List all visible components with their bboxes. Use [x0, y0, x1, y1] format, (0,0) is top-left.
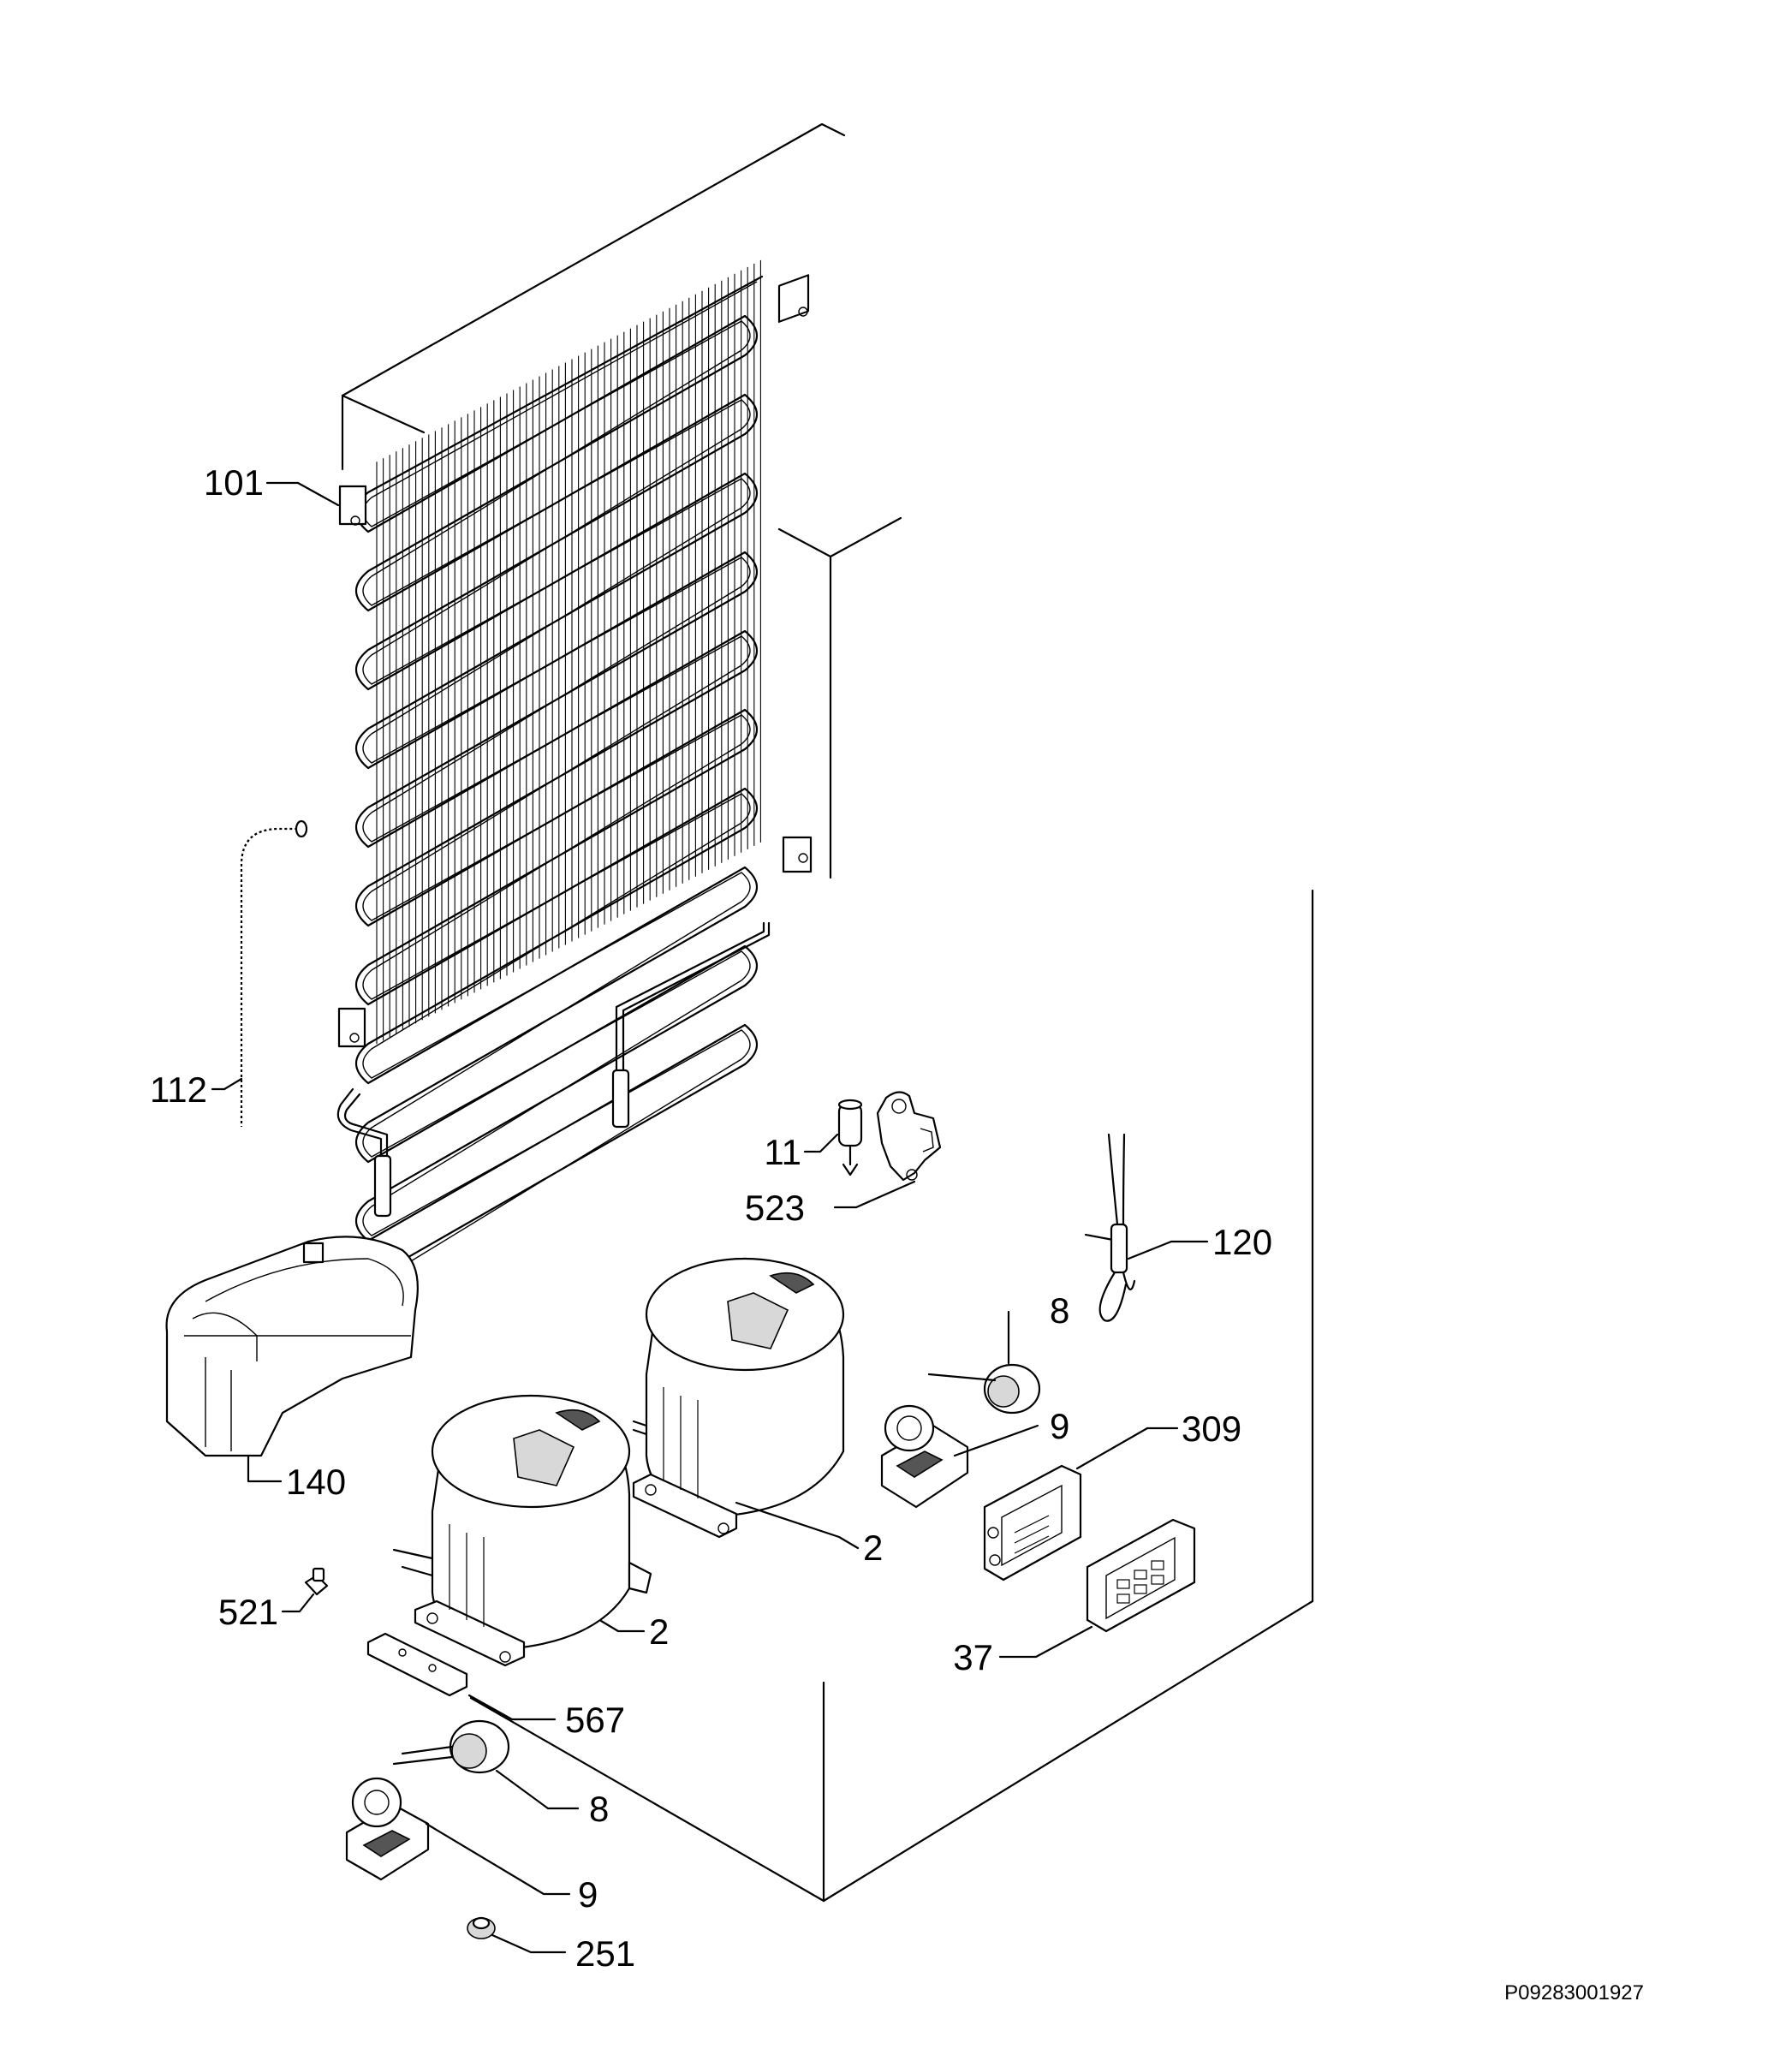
- leader-lines: [211, 481, 1209, 1954]
- callout-521: 521: [218, 1592, 278, 1632]
- callout-101: 101: [204, 462, 264, 503]
- cabinet-outline: [341, 122, 1314, 1903]
- condenser-bracket-mid-right: [782, 836, 813, 873]
- control-module-37: [1086, 1518, 1196, 1633]
- callout-8-upper: 8: [1050, 1290, 1069, 1331]
- callout-9-lower: 9: [578, 1874, 598, 1915]
- relay-holder-upper: [880, 1404, 969, 1509]
- drain-hose: [237, 819, 308, 1128]
- condenser-bracket-top-right: [777, 274, 810, 323]
- power-cable: [1084, 1133, 1136, 1322]
- callout-523: 523: [745, 1188, 805, 1228]
- condenser-bracket-left-bottom: [337, 1007, 366, 1048]
- drawing-code: P09283001927: [1504, 1981, 1644, 2004]
- condenser: [336, 259, 813, 1321]
- compressor-front: [392, 1394, 652, 1667]
- relay-upper: [927, 1363, 1041, 1415]
- drip-tray: [165, 1236, 419, 1457]
- callout-112: 112: [150, 1069, 207, 1110]
- callout-9-upper: 9: [1050, 1406, 1069, 1446]
- callout-2-front: 2: [649, 1611, 669, 1652]
- callout-120: 120: [1212, 1222, 1272, 1262]
- start-capacitor: [837, 1099, 863, 1176]
- mounting-plate: [366, 1632, 468, 1697]
- screw-521: [304, 1567, 329, 1596]
- callout-567: 567: [565, 1700, 625, 1740]
- callout-37: 37: [953, 1637, 993, 1677]
- capacitor-clip: [876, 1091, 942, 1182]
- control-module-309: [983, 1464, 1082, 1581]
- callout-309: 309: [1182, 1409, 1241, 1449]
- nut-251: [467, 1916, 496, 1939]
- condenser-bracket-left-top: [338, 485, 367, 526]
- relay-lower: [392, 1719, 510, 1774]
- callout-140: 140: [286, 1462, 346, 1502]
- callout-8-lower: 8: [589, 1789, 609, 1829]
- callout-2-back: 2: [863, 1528, 883, 1568]
- callout-251: 251: [575, 1933, 635, 1974]
- compressor-back: [632, 1257, 845, 1539]
- relay-holder-lower: [345, 1777, 430, 1881]
- callout-labels: 101 112 11 523 120 8 9 309 140 2 2 521 3…: [150, 462, 1272, 1974]
- callout-11: 11: [764, 1132, 801, 1172]
